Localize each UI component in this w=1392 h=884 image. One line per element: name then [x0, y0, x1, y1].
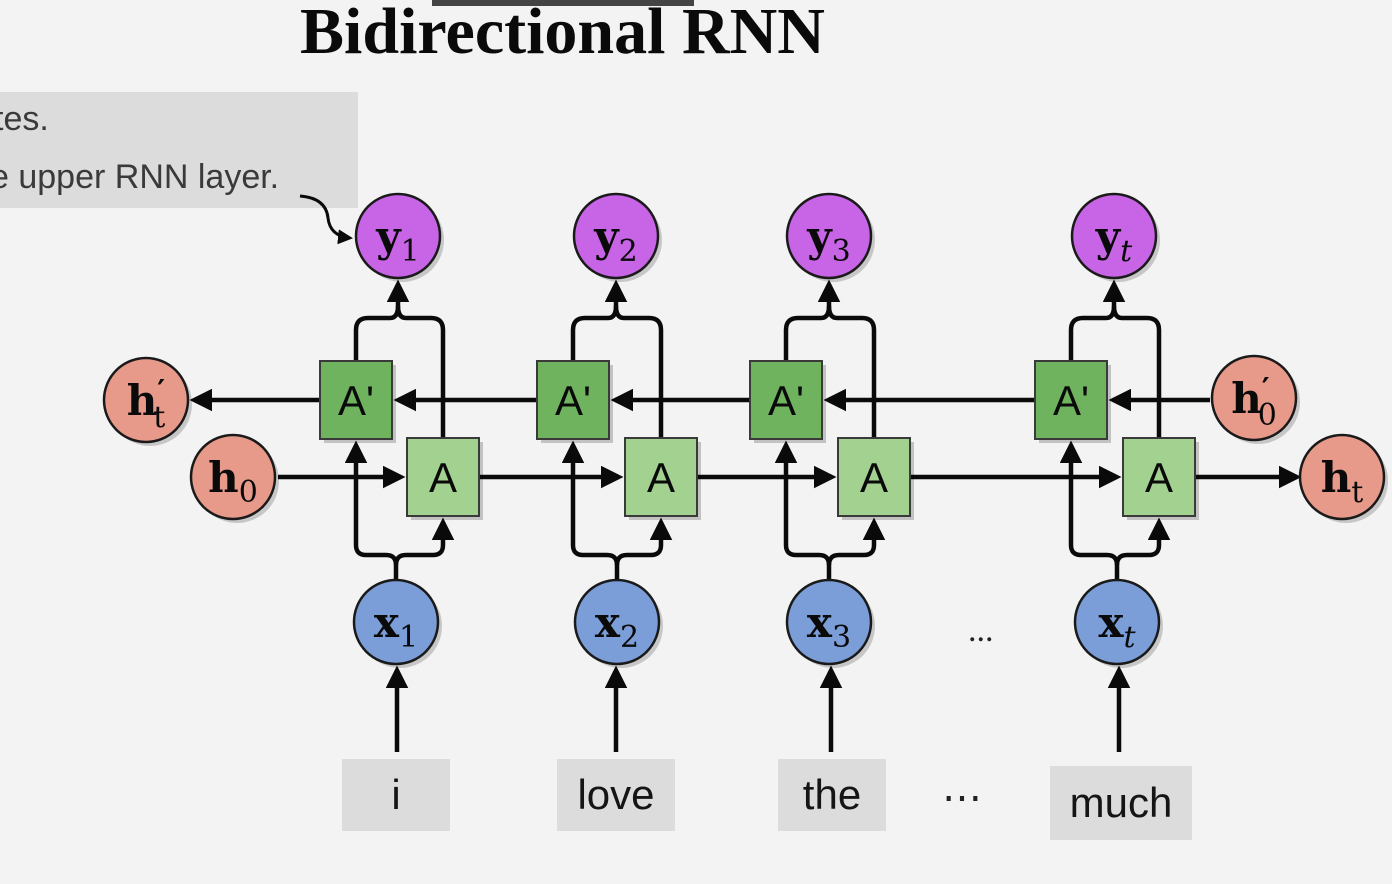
- word-box-i: i: [342, 759, 450, 831]
- slide-title: Bidirectional RNN: [300, 0, 825, 68]
- output-node-y1: y1: [354, 192, 444, 282]
- input-node-x1: x1: [352, 578, 442, 668]
- forward-cell-1: A: [406, 437, 483, 520]
- svg-text:ht: ht: [1321, 453, 1364, 510]
- input-node-x2: x2: [573, 578, 663, 668]
- note-pointer-arrow: [299, 194, 353, 245]
- top-bar: [432, 0, 694, 6]
- word-box-love: love: [557, 759, 675, 831]
- svg-text:A: A: [647, 454, 675, 501]
- svg-text:yt: yt: [1095, 212, 1133, 269]
- svg-text:A: A: [860, 454, 888, 501]
- hidden-node-ht: ht: [1298, 433, 1388, 523]
- svg-text:y3: y3: [806, 212, 851, 269]
- input-node-xt: xt: [1073, 578, 1163, 668]
- forward-cell-4: A: [1122, 437, 1199, 520]
- svg-text:A: A: [429, 454, 457, 501]
- wire-bcell-to-y-4: [1068, 279, 1126, 361]
- svg-text:h′0: h′0: [1231, 372, 1277, 433]
- wire-x-to-bcell-3: [774, 440, 832, 580]
- svg-text:h0: h0: [208, 453, 258, 510]
- input-node-x3: x3: [785, 578, 875, 668]
- backward-cell-4: A': [1034, 360, 1111, 443]
- svg-text:x1: x1: [374, 598, 418, 655]
- wire-x-to-bcell-1: [344, 440, 399, 580]
- word-box-the: the: [778, 759, 886, 831]
- wire-fcell-to-y-2: [613, 305, 664, 438]
- wire-x-to-bcell-2: [561, 440, 620, 580]
- svg-text:A': A': [1053, 377, 1089, 424]
- svg-text:xt: xt: [1098, 598, 1136, 655]
- svg-text:A': A': [768, 377, 804, 424]
- wire-fcell-to-y-3: [826, 305, 877, 438]
- backward-cell-2: A': [536, 360, 613, 443]
- wire-x-to-fcell-2: [614, 517, 673, 566]
- hidden-node-ht-prime: h′t: [102, 356, 192, 446]
- wire-bcell-to-y-3: [783, 279, 841, 361]
- note-line-1: tes.: [0, 100, 49, 138]
- wire-x-to-bcell-4: [1059, 440, 1120, 580]
- wire-fcell-to-y-1: [395, 305, 446, 438]
- svg-text:y1: y1: [375, 212, 420, 269]
- svg-text:x2: x2: [595, 598, 639, 655]
- backward-cell-1: A': [319, 360, 396, 443]
- hidden-node-h0-prime: h′0: [1210, 354, 1300, 444]
- svg-text:h′t: h′t: [127, 374, 166, 435]
- note-box: tes. e upper RNN layer.: [0, 92, 358, 208]
- wire-x-to-fcell-1: [393, 517, 455, 566]
- word-box-much: much: [1050, 766, 1192, 840]
- wire-bcell-to-y-2: [570, 279, 628, 361]
- wire-x-to-fcell-3: [826, 517, 886, 566]
- wire-fcell-to-y-4: [1111, 305, 1162, 438]
- svg-text:A': A': [338, 377, 374, 424]
- svg-text:A: A: [1145, 454, 1173, 501]
- hidden-node-h0: h0: [189, 433, 279, 523]
- svg-text:A': A': [555, 377, 591, 424]
- svg-text:x3: x3: [807, 598, 851, 655]
- forward-cell-3: A: [837, 437, 914, 520]
- backward-cell-3: A': [749, 360, 826, 443]
- output-node-y3: y3: [785, 192, 875, 282]
- middle-ellipsis: ...: [968, 612, 994, 649]
- output-node-yt: yt: [1070, 192, 1160, 282]
- note-line-2: e upper RNN layer.: [0, 158, 280, 196]
- forward-cell-2: A: [624, 437, 701, 520]
- svg-text:y2: y2: [593, 212, 638, 269]
- wire-x-to-fcell-4: [1114, 517, 1171, 566]
- wire-bcell-to-y-1: [353, 279, 410, 361]
- word-ellipsis: ⋯: [942, 775, 982, 820]
- output-node-y2: y2: [572, 192, 662, 282]
